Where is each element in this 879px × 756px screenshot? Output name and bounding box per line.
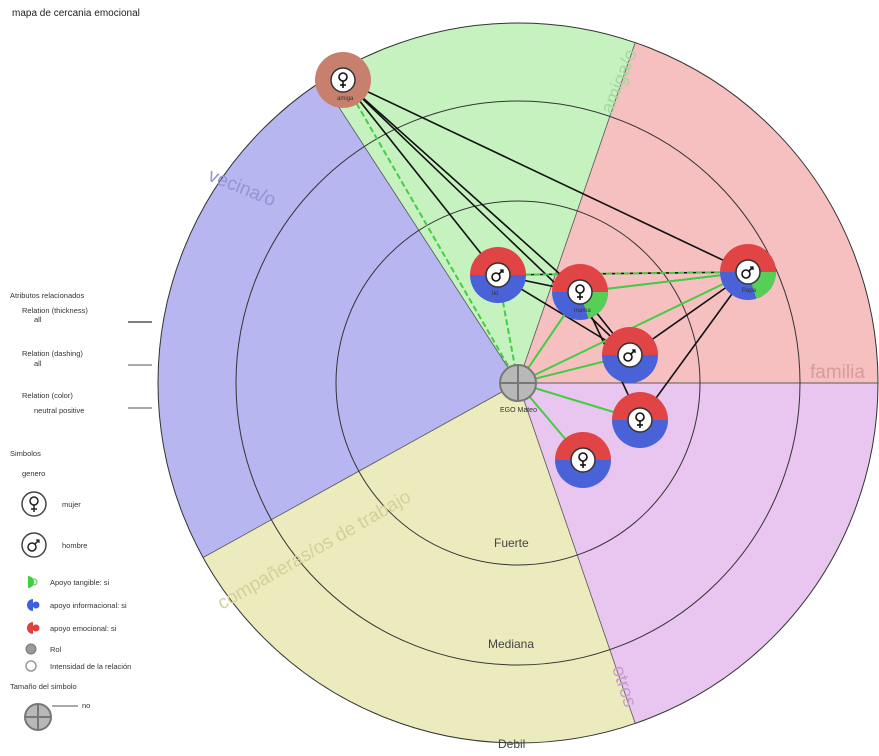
person-nodes: amiga tio mama Papa [315, 52, 776, 488]
edge-papa-mujer-otros-1 [639, 271, 749, 421]
emotional-support-arc [720, 244, 776, 272]
size-symbol-icon [24, 703, 78, 731]
node-mama[interactable]: mama [552, 264, 608, 320]
edge-mama-papa [579, 271, 749, 293]
legend-symbols-title: Simbolos [10, 449, 41, 458]
informational-support-arc [602, 355, 658, 383]
legend-rol: Rol [50, 645, 62, 654]
sector-wedge-vecina [158, 81, 519, 558]
ring-mediana [235, 100, 801, 666]
legend-attr-thickness-value: all [34, 315, 42, 324]
node-papa[interactable]: Papa [720, 244, 776, 300]
node-hermano[interactable] [602, 327, 658, 383]
female-symbol-icon [570, 447, 596, 473]
male-symbol-icon [735, 259, 761, 285]
ego-node[interactable]: EGO Mateo [499, 364, 537, 414]
sector-divider [202, 382, 519, 558]
sector-label-familia: familia [810, 362, 865, 383]
informational-support-arc [612, 420, 668, 448]
node-label-amiga: amiga [337, 96, 354, 102]
legend-support-tangible: Apoyo tangible: si [50, 578, 110, 587]
sector-wedge-amiga [321, 23, 636, 384]
legend-support-informacional: apoyo informacional: si [50, 601, 127, 610]
role-icon [25, 643, 37, 655]
emotional-support-arc [555, 432, 611, 460]
edge-amiga-papa [342, 79, 749, 273]
legend-attr-color: Relation (color) [22, 391, 73, 400]
informational-support-icon [27, 599, 40, 611]
sector-divider [321, 80, 519, 384]
ring-label-debil: Debil [498, 737, 525, 751]
male-symbol-icon [21, 532, 47, 558]
legend-attr-dashing: Relation (dashing) [22, 349, 83, 358]
sector-wedge-familia [518, 42, 878, 383]
legend-attr-thickness: Relation (thickness) [22, 306, 88, 315]
sector-divider [517, 382, 636, 724]
tangible-support-icon [28, 576, 38, 588]
legend-attributes-title: Atributos relacionados [10, 291, 84, 300]
legend-size-title: Tamaño del simbolo [10, 682, 77, 691]
legend: Atributos relacionados Relation (thickne… [10, 291, 152, 731]
female-symbol-icon [627, 407, 653, 433]
map-title: mapa de cercania emocional [12, 8, 140, 19]
male-symbol-icon [485, 262, 511, 288]
female-symbol-icon [567, 279, 593, 305]
emotional-support-arc [470, 247, 526, 275]
ego-label: EGO Mateo [500, 407, 537, 414]
legend-gender-title: genero [22, 469, 45, 478]
ring-fuerte [335, 200, 701, 566]
node-mujer-otros-1[interactable] [612, 392, 668, 448]
sector-wedge-companeras [203, 383, 636, 743]
intensity-icon [25, 660, 37, 672]
emotional-support-icon [27, 622, 40, 634]
node-amiga[interactable]: amiga [315, 52, 371, 108]
legend-support-emocional: apoyo emocional: si [50, 624, 117, 633]
distance-rings [157, 22, 879, 744]
edge-amiga-mama [342, 79, 581, 293]
edge-tio-papa [497, 271, 749, 276]
emotional-support-arc [612, 392, 668, 420]
node-mujer-otros-2[interactable] [555, 432, 611, 488]
edge-amiga-tio [342, 79, 499, 276]
legend-intensidad: Intensidad de la relación [50, 662, 131, 671]
emotional-support-arc [602, 327, 658, 355]
ring-label-mediana: Mediana [488, 637, 534, 651]
node-label-mama: mama [574, 308, 591, 314]
emotional-support-arc [552, 264, 608, 292]
female-symbol-icon [21, 491, 47, 517]
edge-amiga-ego [342, 79, 519, 384]
ring-debil [157, 22, 879, 744]
legend-gender-hombre: hombre [62, 541, 87, 550]
node-label-papa: Papa [742, 288, 757, 294]
node-label-tio: tio [492, 291, 499, 297]
male-symbol-icon [617, 342, 643, 368]
informational-support-arc [555, 460, 611, 488]
female-symbol-icon [330, 67, 356, 93]
legend-attr-color-value: neutral positive [34, 406, 84, 415]
ring-labels: Fuerte Mediana Debil [488, 536, 534, 751]
legend-attr-dashing-value: all [34, 359, 42, 368]
node-tio[interactable]: tio [470, 247, 526, 303]
sector-divider [517, 42, 636, 384]
ring-label-fuerte: Fuerte [494, 536, 529, 550]
legend-size-value: no [82, 701, 90, 710]
informational-support-arc [470, 275, 526, 303]
legend-gender-mujer: mujer [62, 500, 81, 509]
